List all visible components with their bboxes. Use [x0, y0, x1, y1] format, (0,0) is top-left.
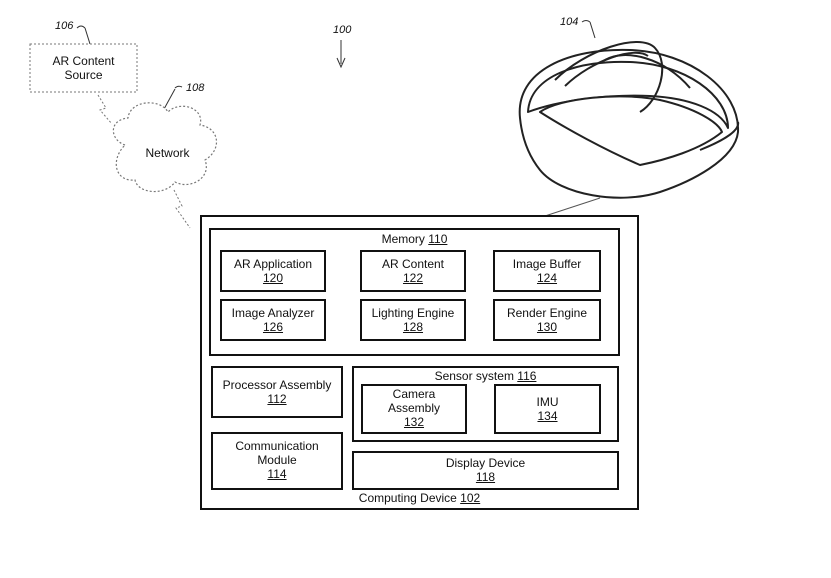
ref-100: 100: [333, 24, 352, 36]
ref-104-leader: [589, 21, 596, 39]
wireless-link-network-device: [173, 189, 191, 229]
camera-assembly-label: Camera Assembly 132: [387, 387, 440, 429]
ref-106: 106: [55, 20, 74, 32]
lighting-engine-box: [360, 299, 466, 341]
image-buffer-label: Image Buffer 124: [512, 257, 582, 285]
network-label: Network: [145, 146, 190, 160]
headset-illustration: [518, 41, 740, 199]
ar-application-label: AR Application 120: [233, 257, 313, 285]
ar-content-source-label: AR Content Source: [52, 54, 115, 82]
ref-104-hook: [581, 20, 591, 23]
image-analyzer-label: Image Analyzer 126: [231, 306, 315, 334]
ar-content-source-box: [29, 43, 138, 93]
ref-108-hook: [174, 85, 183, 89]
processor-assembly-box: [211, 366, 343, 418]
ref-106-leader: [84, 27, 91, 45]
render-engine-label: Render Engine 130: [506, 306, 588, 334]
headset-edge: [699, 121, 740, 151]
ar-content-box: [360, 250, 466, 292]
ref-104: 104: [560, 16, 579, 28]
ar-content-label: AR Content 122: [381, 257, 445, 285]
display-device-label: Display Device 118: [445, 456, 526, 484]
headset-strap-top: [554, 41, 664, 113]
lighting-engine-label: Lighting Engine 128: [371, 306, 455, 334]
processor-assembly-label: Processor Assembly 112: [222, 378, 332, 406]
ar-application-box: [220, 250, 326, 292]
headset-visor-opening: [539, 95, 723, 166]
headset-connection-line: [544, 197, 601, 217]
memory-label: Memory 110: [381, 232, 448, 246]
image-buffer-box: [493, 250, 601, 292]
wireless-link-source-network: [97, 94, 113, 125]
computing-device-label: Computing Device 102: [358, 491, 481, 505]
communication-module-box: [211, 432, 343, 490]
display-device-box: [352, 451, 619, 490]
imu-label: IMU 134: [536, 395, 559, 423]
communication-module-label: Communication Module 114: [235, 439, 319, 481]
imu-box: [494, 384, 601, 434]
image-analyzer-box: [220, 299, 326, 341]
headset-strap-side: [604, 54, 691, 89]
ref-106-hook: [76, 25, 86, 29]
ref-100-arrow-head: [336, 57, 346, 69]
ref-108: 108: [186, 82, 205, 94]
render-engine-box: [493, 299, 601, 341]
network-cloud: [112, 102, 217, 193]
camera-assembly-box: [361, 384, 467, 434]
sensor-system-label: Sensor system 116: [434, 369, 537, 383]
